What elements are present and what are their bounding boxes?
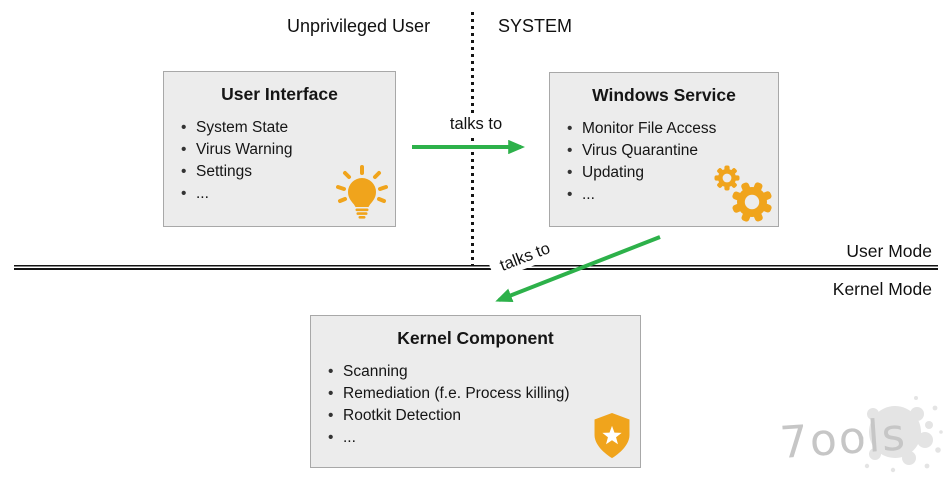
talks-to-label-diagonal: talks to [487, 234, 563, 281]
user-interface-list: System State Virus Warning Settings ... [164, 117, 395, 205]
splash-icon [858, 396, 943, 473]
system-label: SYSTEM [498, 16, 573, 36]
user-interface-title: User Interface [221, 84, 338, 104]
list-item: Monitor File Access [567, 118, 778, 140]
kernel-component-box: Kernel Component Scanning Remediation (f… [310, 315, 641, 468]
list-item: Virus Quarantine [567, 140, 778, 162]
unprivileged-user-label: Unprivileged User [287, 16, 431, 36]
list-item: Settings [181, 161, 395, 183]
list-item: ... [181, 183, 395, 205]
windows-service-list: Monitor File Access Virus Quarantine Upd… [550, 118, 778, 206]
user-interface-box: User Interface System State Virus Warnin… [163, 71, 396, 227]
watermark: 7ools [775, 392, 943, 480]
kernel-component-list: Scanning Remediation (f.e. Process killi… [311, 361, 640, 449]
user-kernel-mode-separator-line [14, 265, 938, 270]
list-item: System State [181, 117, 395, 139]
list-item: ... [328, 427, 640, 449]
kernel-mode-label: Kernel Mode [832, 279, 932, 299]
talks-to-label-horizontal: talks to [433, 115, 519, 134]
windows-service-box: Windows Service Monitor File Access Viru… [549, 72, 779, 227]
watermark-text: 7ools [778, 409, 908, 469]
kernel-component-title: Kernel Component [397, 328, 554, 348]
list-item: Remediation (f.e. Process killing) [328, 383, 640, 405]
privilege-boundary-dotted-line [471, 12, 474, 267]
list-item: Updating [567, 162, 778, 184]
list-item: ... [567, 184, 778, 206]
list-item: Scanning [328, 361, 640, 383]
user-mode-label: User Mode [846, 241, 932, 261]
windows-service-title: Windows Service [592, 85, 736, 105]
list-item: Rootkit Detection [328, 405, 640, 427]
list-item: Virus Warning [181, 139, 395, 161]
